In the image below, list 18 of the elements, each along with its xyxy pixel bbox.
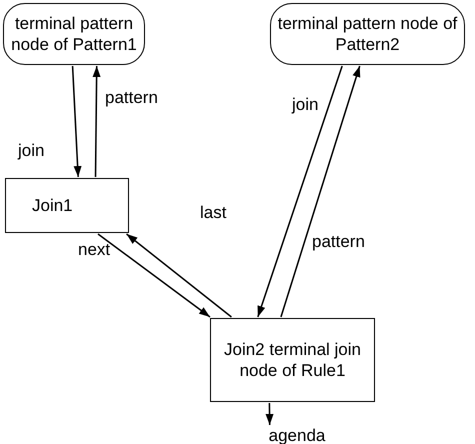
edge-label: pattern <box>312 232 365 252</box>
join-node-box: Join2 terminal join node of Rule1 <box>210 318 375 402</box>
arrow <box>257 66 343 318</box>
edge-label: next <box>78 240 110 260</box>
arrow <box>126 233 232 318</box>
edge-label: pattern <box>105 88 158 108</box>
output-label: agenda <box>262 426 332 444</box>
edge-label: join <box>18 141 44 161</box>
edge-label: last <box>200 203 226 223</box>
terminal-node: terminal pattern node of Pattern1 <box>3 3 145 65</box>
terminal-node: terminal pattern node of Pattern2 <box>270 3 465 65</box>
arrow <box>266 402 274 426</box>
arrow <box>92 66 101 177</box>
arrow <box>72 66 82 178</box>
arrow <box>280 66 360 318</box>
join-node-box: Join1 <box>5 178 129 233</box>
arrow <box>98 233 210 318</box>
edge-label: join <box>292 95 318 115</box>
